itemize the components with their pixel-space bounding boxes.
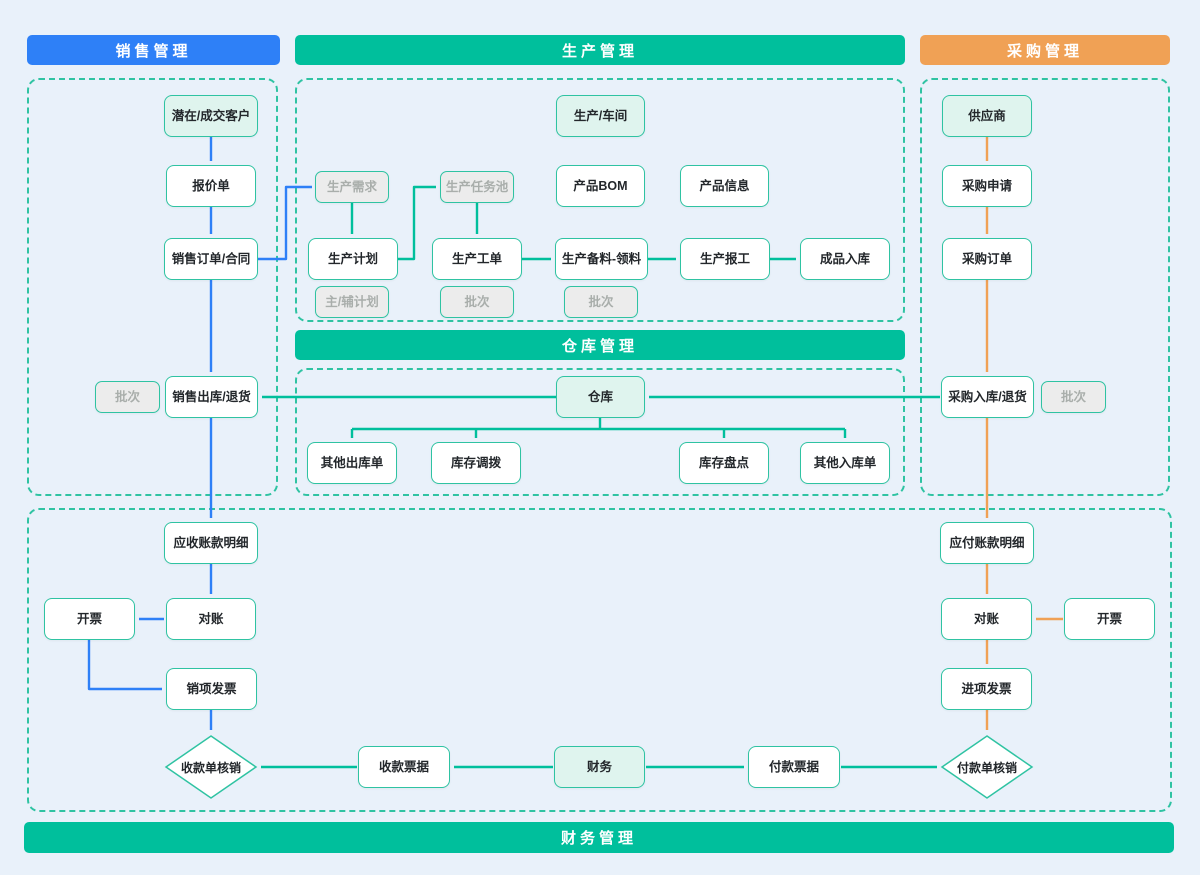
node-payment-verify[interactable]: 付款单核销 xyxy=(940,735,1034,799)
node-label: 应收账款明细 xyxy=(173,535,249,550)
node-label: 生产报工 xyxy=(699,251,750,266)
header-purchase-management: 采购管理 xyxy=(920,35,1170,65)
node-batch-material[interactable]: 批次 xyxy=(564,286,638,318)
node-label: 批次 xyxy=(464,294,490,309)
node-label: 进项发票 xyxy=(961,681,1012,696)
node-label: 对账 xyxy=(198,611,224,626)
node-finished-in[interactable]: 成品入库 xyxy=(800,238,890,280)
node-warehouse[interactable]: 仓库 xyxy=(556,376,645,418)
node-label: 销项发票 xyxy=(186,681,237,696)
node-prod-material[interactable]: 生产备料-领料 xyxy=(555,238,648,280)
node-label: 批次 xyxy=(588,294,614,309)
zone-finance xyxy=(27,508,1172,812)
node-label: 生产工单 xyxy=(451,251,502,266)
node-stock-check[interactable]: 库存盘点 xyxy=(679,442,769,484)
node-purchase-order[interactable]: 采购订单 xyxy=(942,238,1032,280)
node-sales-out[interactable]: 销售出库/退货 xyxy=(165,376,258,418)
node-prod-workshop[interactable]: 生产/车间 xyxy=(556,95,645,137)
diamond-shape xyxy=(940,735,1034,799)
node-other-in[interactable]: 其他入库单 xyxy=(800,442,890,484)
diamond-shape xyxy=(164,735,258,799)
node-batch-sales[interactable]: 批次 xyxy=(95,381,160,413)
node-label: 付款票据 xyxy=(768,759,819,774)
node-label: 供应商 xyxy=(968,108,1006,123)
node-label: 潜在/成交客户 xyxy=(171,108,251,123)
node-label: 财务 xyxy=(586,759,612,774)
node-label: 采购申请 xyxy=(961,178,1012,193)
node-label: 应付账款明细 xyxy=(949,535,1025,550)
node-input-invoice[interactable]: 进项发票 xyxy=(941,668,1032,710)
node-customer[interactable]: 潜在/成交客户 xyxy=(164,95,258,137)
node-label: 开票 xyxy=(76,611,102,626)
node-reconcile-ap[interactable]: 对账 xyxy=(941,598,1032,640)
node-label: 采购订单 xyxy=(961,251,1012,266)
node-label: 生产任务池 xyxy=(445,179,509,194)
node-label: 其他出库单 xyxy=(320,455,384,470)
node-sales-invoice[interactable]: 销项发票 xyxy=(166,668,257,710)
node-sales-order[interactable]: 销售订单/合同 xyxy=(164,238,258,280)
node-invoice-ap[interactable]: 开票 xyxy=(1064,598,1155,640)
header-warehouse-management: 仓库管理 xyxy=(295,330,905,360)
zone-warehouse xyxy=(295,368,905,496)
node-label: 对账 xyxy=(973,611,999,626)
node-label: 成品入库 xyxy=(819,251,870,266)
node-label: 收款单核销 xyxy=(180,760,241,775)
node-label: 产品信息 xyxy=(699,178,750,193)
zone-sales xyxy=(27,78,278,496)
node-receipt-verify[interactable]: 收款单核销 xyxy=(164,735,258,799)
node-quote[interactable]: 报价单 xyxy=(166,165,256,207)
node-label: 批次 xyxy=(114,389,140,404)
node-label: 开票 xyxy=(1096,611,1122,626)
node-label: 其他入库单 xyxy=(813,455,877,470)
node-label: 主/辅计划 xyxy=(325,294,379,309)
node-invoice-ar[interactable]: 开票 xyxy=(44,598,135,640)
node-purchase-request[interactable]: 采购申请 xyxy=(942,165,1032,207)
node-label: 产品BOM xyxy=(573,178,628,193)
header-sales-management: 销售管理 xyxy=(27,35,280,65)
node-supplier[interactable]: 供应商 xyxy=(942,95,1032,137)
node-label: 生产/车间 xyxy=(573,108,628,123)
node-prod-task-pool[interactable]: 生产任务池 xyxy=(440,171,514,203)
header-finance-management: 财务管理 xyxy=(24,822,1174,853)
node-label: 付款单核销 xyxy=(956,760,1017,775)
node-label: 报价单 xyxy=(192,178,230,193)
zone-purchase xyxy=(920,78,1170,496)
node-finance[interactable]: 财务 xyxy=(554,746,645,788)
node-label: 仓库 xyxy=(587,389,613,404)
node-prod-workorder[interactable]: 生产工单 xyxy=(432,238,522,280)
node-ar-detail[interactable]: 应收账款明细 xyxy=(164,522,258,564)
node-main-aux-plan[interactable]: 主/辅计划 xyxy=(315,286,389,318)
node-ap-detail[interactable]: 应付账款明细 xyxy=(940,522,1034,564)
node-label: 采购入库/退货 xyxy=(948,389,1027,404)
node-label: 生产需求 xyxy=(326,179,377,194)
node-label: 生产备料-领料 xyxy=(561,251,642,266)
node-product-info[interactable]: 产品信息 xyxy=(680,165,769,207)
node-label: 销售出库/退货 xyxy=(172,389,251,404)
header-production-management: 生产管理 xyxy=(295,35,905,65)
node-label: 库存调拨 xyxy=(450,455,501,470)
node-batch-workorder[interactable]: 批次 xyxy=(440,286,514,318)
node-label: 收款票据 xyxy=(378,759,429,774)
node-reconcile-ar[interactable]: 对账 xyxy=(166,598,256,640)
node-label: 批次 xyxy=(1060,389,1086,404)
node-label: 销售订单/合同 xyxy=(171,251,251,266)
node-prod-report[interactable]: 生产报工 xyxy=(680,238,770,280)
node-prod-demand[interactable]: 生产需求 xyxy=(315,171,389,203)
node-receipt-bill[interactable]: 收款票据 xyxy=(358,746,450,788)
node-purchase-in[interactable]: 采购入库/退货 xyxy=(941,376,1034,418)
node-stock-transfer[interactable]: 库存调拨 xyxy=(431,442,521,484)
node-batch-purchase[interactable]: 批次 xyxy=(1041,381,1106,413)
node-prod-plan[interactable]: 生产计划 xyxy=(308,238,398,280)
node-other-out[interactable]: 其他出库单 xyxy=(307,442,397,484)
node-product-bom[interactable]: 产品BOM xyxy=(556,165,645,207)
node-label: 生产计划 xyxy=(327,251,378,266)
node-label: 库存盘点 xyxy=(698,455,749,470)
node-payment-bill[interactable]: 付款票据 xyxy=(748,746,840,788)
